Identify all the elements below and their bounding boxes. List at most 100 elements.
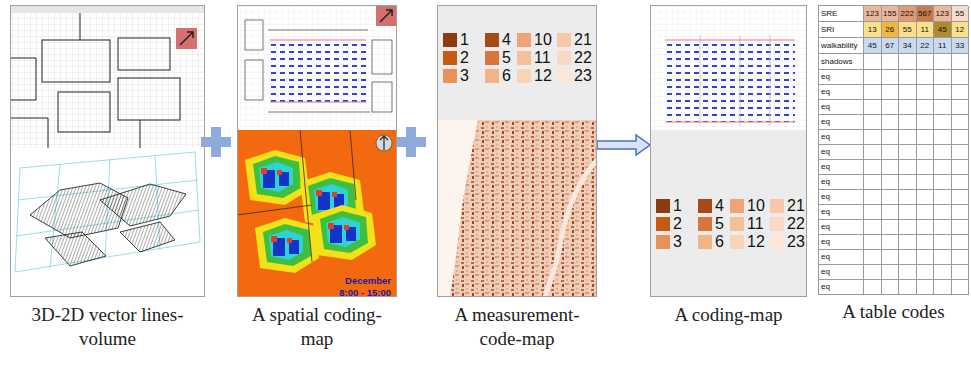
legend-code: 4	[502, 32, 511, 48]
table-cell	[864, 115, 882, 130]
table-cell	[917, 70, 935, 85]
table-cell-text: 567	[918, 10, 931, 18]
table-cell: 22	[917, 38, 935, 54]
table-cell: 222	[899, 6, 917, 22]
time-label: December	[345, 275, 391, 286]
table-cell	[864, 145, 882, 160]
table-cell	[882, 250, 900, 265]
table-cell: 123	[864, 6, 882, 22]
legend-code: 12	[747, 234, 765, 250]
legend-swatch	[485, 51, 499, 65]
row-header-cell: eq	[819, 280, 864, 295]
legend-code: 6	[715, 234, 724, 250]
figure-panel: A spatial coding-mapDecember8:00 - 15:00	[237, 5, 397, 297]
table-cell	[917, 235, 935, 250]
legend-code: 11	[534, 50, 551, 66]
table-cell	[934, 205, 952, 220]
row-header-cell: eq	[819, 205, 864, 220]
table-cell	[899, 130, 917, 145]
table-cell	[952, 85, 970, 100]
row-header-cell: eq	[819, 100, 864, 115]
row-header-cell: eq	[819, 70, 864, 85]
legend-swatch	[698, 217, 712, 231]
table-cell	[917, 205, 935, 220]
table-cell	[917, 220, 935, 235]
table-cell	[934, 220, 952, 235]
legend-swatch	[698, 235, 712, 249]
table-cell	[864, 235, 882, 250]
table-cell-text: 67	[885, 42, 894, 50]
table-cell: 34	[899, 38, 917, 54]
legend-swatch	[485, 33, 499, 47]
row-header-cell: eq	[819, 130, 864, 145]
table-cell	[882, 85, 900, 100]
row-header-cell: eq	[819, 235, 864, 250]
table-cell-text: 222	[901, 10, 914, 18]
legend-swatch	[730, 199, 744, 213]
row-header-cell: eq	[819, 160, 864, 175]
table-cell	[952, 175, 970, 190]
legend-code: 3	[460, 68, 469, 84]
table-cell	[882, 115, 900, 130]
table-cell-text: 123	[936, 10, 949, 18]
table-cell	[952, 130, 970, 145]
table-cell-text: eq	[821, 73, 830, 81]
table-cell	[952, 205, 970, 220]
table-cell: 33	[952, 38, 970, 54]
row-header-cell: eq	[819, 250, 864, 265]
legend-code: 10	[747, 198, 765, 214]
table-cell-text: eq	[821, 133, 830, 141]
table-cell	[934, 265, 952, 280]
table-cell	[864, 250, 882, 265]
table-cell-text: eq	[821, 178, 830, 186]
panel-caption: A table codes	[819, 300, 968, 324]
panel-caption: A measurement-code-map	[438, 303, 596, 351]
table-cell	[899, 175, 917, 190]
table-cell-text: eq	[821, 238, 830, 246]
table-cell	[917, 160, 935, 175]
table-cell	[934, 175, 952, 190]
legend-swatch	[443, 33, 457, 47]
legend-swatch	[656, 217, 670, 231]
table-cell-text: eq	[821, 253, 830, 261]
table-cell	[882, 160, 900, 175]
table-cell-text: 55	[903, 26, 912, 34]
table-cell	[952, 190, 970, 205]
table-cell-text: eq	[821, 208, 830, 216]
table-cell	[864, 100, 882, 115]
legend-swatch	[730, 235, 744, 249]
table-cell	[934, 115, 952, 130]
table-cell	[864, 190, 882, 205]
table-cell	[934, 190, 952, 205]
table-cell	[934, 130, 952, 145]
table-cell-text: 155	[883, 10, 896, 18]
table-cell	[917, 250, 935, 265]
table-cell	[899, 85, 917, 100]
row-header-cell: SRE	[819, 6, 864, 22]
legend-swatch	[698, 199, 712, 213]
table-cell	[934, 54, 952, 70]
legend-code: 23	[574, 68, 592, 84]
row-header-cell: eq	[819, 115, 864, 130]
legend-code: 2	[460, 50, 469, 66]
legend-swatch	[443, 51, 457, 65]
table-cell-text: 33	[955, 42, 964, 50]
table-cell	[864, 70, 882, 85]
table-cell	[899, 280, 917, 295]
panel-caption: A coding-map	[651, 303, 806, 327]
legend-code: 12	[534, 68, 552, 84]
table-cell-text: 13	[868, 26, 877, 34]
legend-code: 11	[747, 216, 764, 232]
table-cell	[952, 265, 970, 280]
table-cell	[864, 220, 882, 235]
table-cell: 26	[882, 22, 900, 38]
table-cell-text: 22	[920, 42, 929, 50]
table-cell	[882, 70, 900, 85]
table-cell	[882, 100, 900, 115]
legend-swatch	[770, 199, 784, 213]
row-header-cell: eq	[819, 175, 864, 190]
table-cell	[899, 54, 917, 70]
table-cell	[882, 175, 900, 190]
table-cell	[952, 54, 970, 70]
